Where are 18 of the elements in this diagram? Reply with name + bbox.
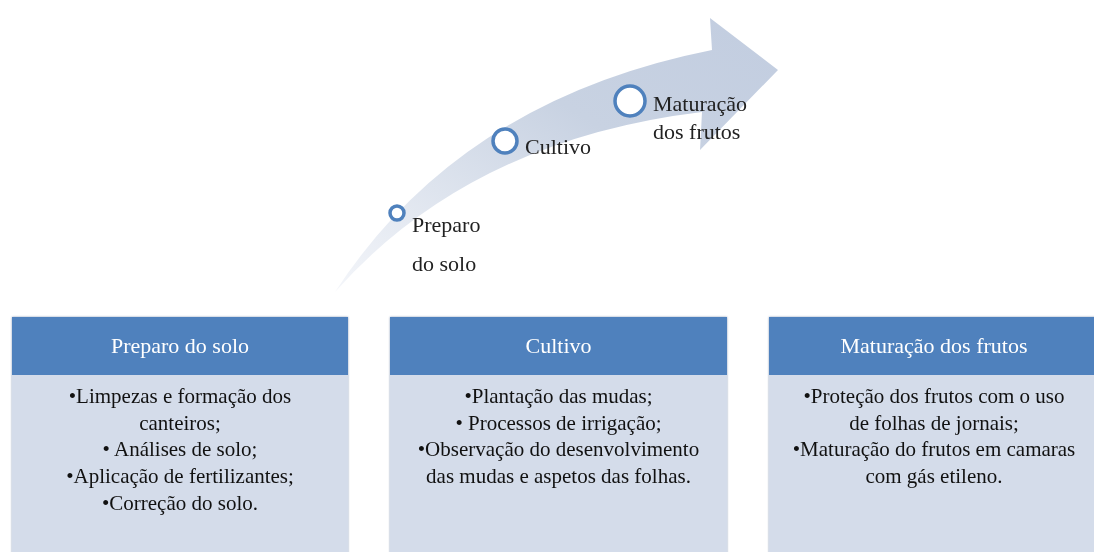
stage-card [769,317,1094,552]
bullet-item: • Processos de irrigação; [454,409,663,437]
stage-card [390,317,727,552]
card-header: Preparo do solo [12,317,348,375]
bullet-item: • Análises de solo; [101,436,259,463]
bullet-item: •Plantação das mudas; [463,383,654,410]
bullet-item: •Proteção dos frutos com o uso de folhas de jornais; [802,383,1066,437]
bullet-item: •Limpezas e formação dos canteiros; [67,383,293,437]
card-header: Maturação dos frutos [769,317,1094,375]
stage-card [12,317,348,552]
bullet-item: •Correção do solo. [100,489,260,517]
milestone-label: Preparo do solo [412,211,482,278]
bullet-item: •Observação do desenvolvimento das mudas e aspetos das folhas. [416,436,701,490]
bullet-item: •Aplicação de fertilizantes; [65,462,295,490]
card-header: Cultivo [390,317,727,375]
milestone-label: Cultivo [525,133,591,161]
milestone-label: Maturação dos frutos [653,90,749,145]
bullet-item: •Maturação do frutos em camaras com gás etileno. [791,436,1077,490]
